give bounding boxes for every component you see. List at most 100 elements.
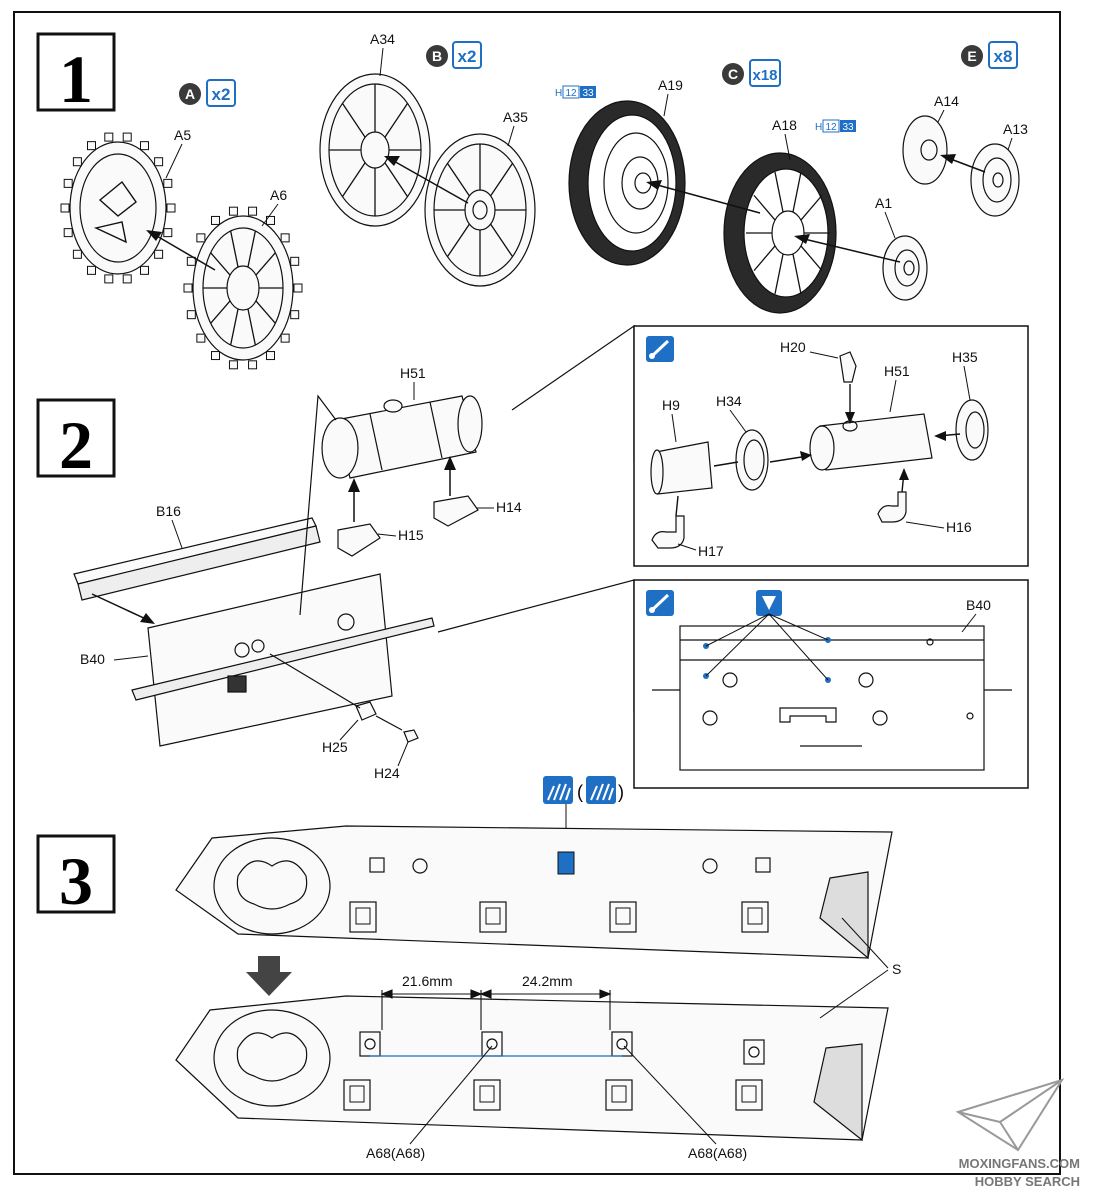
wheel-spoke bbox=[230, 308, 239, 346]
wheel-spoke bbox=[753, 194, 776, 221]
arrow-b16-to-b40 bbox=[91, 593, 149, 621]
sprocket-tooth bbox=[140, 265, 149, 275]
wheel-spoke bbox=[210, 252, 231, 276]
arrow-a1-to-a18 bbox=[799, 237, 901, 263]
roller-a14 bbox=[902, 115, 948, 185]
sprocket-tooth bbox=[248, 360, 258, 370]
arrowhead-a19 bbox=[646, 180, 662, 190]
sprocket-tooth bbox=[166, 203, 176, 213]
paint-ref-a19-h: H bbox=[555, 88, 562, 99]
detail-h16 bbox=[877, 491, 907, 523]
callout-b40-muffler bbox=[299, 394, 337, 616]
wheel-spoke bbox=[490, 162, 514, 197]
suspension-bracket bbox=[473, 1079, 501, 1111]
wheel-spoke bbox=[774, 253, 784, 294]
wheel-spoke bbox=[230, 230, 239, 268]
label-a18: A18 bbox=[772, 117, 797, 133]
suspension-bracket-inner bbox=[485, 907, 501, 925]
detail-h9 bbox=[650, 441, 713, 495]
step1-labels: A5 A6 A34 A35 A19 A18 A1 A14 A13 bbox=[165, 31, 1028, 239]
dimension-21-6: 21.6mm bbox=[402, 973, 453, 989]
sprue-a-qty: x2 bbox=[212, 85, 231, 104]
paint-ref-a19-n2: 33 bbox=[582, 88, 594, 99]
wheel-spoke bbox=[255, 252, 276, 276]
bracket-h15 bbox=[337, 523, 381, 557]
wheel-spoke bbox=[384, 102, 409, 138]
label-b40: B40 bbox=[80, 651, 105, 667]
arrow-a13-to-a14 bbox=[947, 157, 986, 173]
step-2-number: 2 bbox=[59, 407, 93, 483]
suspension-bracket bbox=[349, 901, 377, 933]
sprocket-tooth bbox=[63, 228, 73, 238]
wheel-spoke bbox=[774, 172, 784, 213]
sprocket-tooth bbox=[154, 157, 164, 167]
label-a34: A34 bbox=[370, 31, 395, 47]
arrowhead-b40 bbox=[140, 613, 155, 624]
sprue-b-qty: x2 bbox=[458, 47, 477, 66]
paint-ref-a18-n1: 12 bbox=[825, 122, 837, 133]
wheel-spoke bbox=[247, 230, 256, 268]
sprocket-tooth bbox=[87, 141, 96, 151]
sprocket-tooth bbox=[63, 178, 73, 188]
sprocket-tooth bbox=[154, 249, 164, 259]
wheel-spoke bbox=[753, 245, 776, 272]
part-h24 bbox=[403, 729, 419, 743]
paint-ref-a18-h: H bbox=[815, 122, 822, 133]
paint-ref-a18: H 12 33 bbox=[815, 119, 856, 133]
label-a1: A1 bbox=[875, 195, 892, 211]
label-h9: H9 bbox=[662, 397, 680, 413]
paren-open: ( bbox=[577, 782, 583, 802]
label-h14: H14 bbox=[496, 499, 522, 515]
watermark-line2: HOBBY SEARCH bbox=[975, 1174, 1080, 1189]
sprocket-tooth bbox=[163, 228, 173, 238]
label-h51: H51 bbox=[400, 365, 426, 381]
page-frame bbox=[13, 11, 1061, 1175]
sprue-badge-a: A x2 bbox=[179, 79, 236, 107]
arrow-a35-to-a34 bbox=[391, 159, 469, 204]
label-a68-left: A68(A68) bbox=[366, 1145, 425, 1161]
texture-icon bbox=[543, 776, 573, 804]
label-h17: H17 bbox=[698, 543, 724, 559]
arrow-line-h24 bbox=[375, 715, 403, 731]
wheel-spoke bbox=[800, 245, 823, 272]
label-h25: H25 bbox=[322, 739, 348, 755]
sprocket-tooth bbox=[293, 283, 303, 293]
suspension-bracket bbox=[605, 1079, 633, 1111]
bracket-h14 bbox=[433, 495, 479, 527]
sprocket-tooth bbox=[196, 333, 206, 343]
wheel-spoke bbox=[384, 162, 409, 198]
label-h34: H34 bbox=[716, 393, 742, 409]
watermark-line1: MOXINGFANS.COM bbox=[959, 1156, 1080, 1171]
sprocket-tooth bbox=[60, 203, 70, 213]
watermark-logo bbox=[955, 1078, 1065, 1152]
wheel-spoke bbox=[446, 162, 470, 197]
label-a14: A14 bbox=[934, 93, 959, 109]
label-h35: H35 bbox=[952, 349, 978, 365]
suspension-bracket bbox=[735, 1079, 763, 1111]
arrow-a6-to-a5 bbox=[149, 231, 216, 271]
step-3-number: 3 bbox=[59, 843, 93, 919]
sprocket-tooth bbox=[72, 157, 82, 167]
wheel-a35 bbox=[424, 133, 536, 287]
step3-icons: ( ) bbox=[543, 776, 624, 850]
wheel-spoke bbox=[792, 253, 802, 294]
wheel-spoke bbox=[255, 300, 276, 324]
sprocket-tooth bbox=[290, 310, 300, 320]
sprocket-tooth bbox=[104, 132, 114, 142]
drill-icon bbox=[756, 590, 782, 616]
detail-h20 bbox=[839, 351, 857, 383]
sprue-e-letter: E bbox=[967, 48, 976, 64]
hull-side-upper bbox=[175, 825, 893, 960]
sprocket-tooth bbox=[87, 265, 96, 275]
wheel-a34 bbox=[319, 73, 431, 227]
arrowhead-a34 bbox=[384, 156, 400, 166]
paint-brush-icon bbox=[646, 336, 674, 362]
wheel-spoke bbox=[446, 223, 470, 258]
label-a13: A13 bbox=[1003, 121, 1028, 137]
paint-brush-icon-2 bbox=[646, 590, 674, 616]
hub-a1 bbox=[882, 235, 928, 301]
wheel-spoke bbox=[210, 300, 231, 324]
arrowhead-a18 bbox=[794, 234, 810, 244]
label-a6: A6 bbox=[270, 187, 287, 203]
